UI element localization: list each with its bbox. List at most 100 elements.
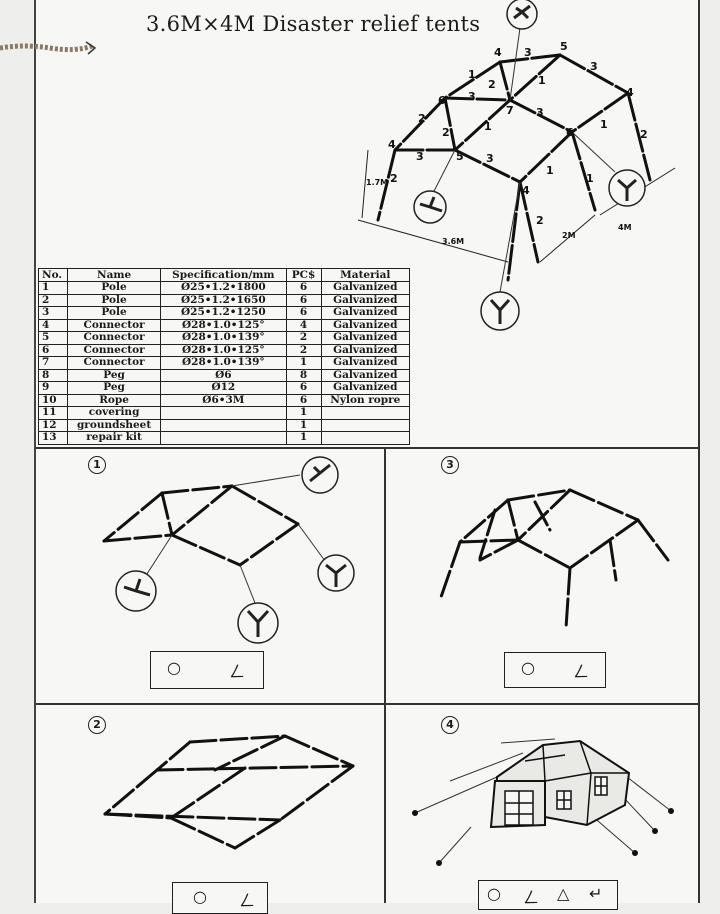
table-cell: groundsheet — [66, 418, 162, 432]
table-cell: covering — [66, 406, 162, 420]
connector-callout-icon — [317, 554, 355, 592]
table-cell: 1 — [285, 418, 322, 432]
table-cell: Galvanized — [320, 343, 411, 357]
pole-symbol: ㄥ — [239, 891, 256, 910]
diagram-label: 2 — [488, 78, 496, 91]
dimension-height: 1.7M — [366, 178, 388, 187]
table-cell: 3 — [38, 306, 68, 320]
diagram-label: 2 — [418, 112, 426, 125]
table-cell: 6 — [285, 381, 322, 395]
connector-callout-icon — [608, 169, 646, 207]
connector-callout-icon — [506, 0, 538, 30]
table-cell: Galvanized — [320, 293, 411, 307]
table-cell: 2 — [285, 331, 322, 345]
table-cell: Pole — [66, 281, 162, 295]
dimension-length: 4M — [618, 223, 632, 232]
diagram-label: 4 — [388, 138, 396, 151]
table-cell: 5 — [38, 331, 68, 345]
table-cell: Connector — [66, 343, 162, 357]
table-cell: 12 — [38, 418, 68, 432]
step-number: 2 — [88, 716, 106, 734]
table-cell: Galvanized — [320, 281, 411, 295]
step-3-diagram — [438, 488, 670, 630]
diagram-label: 4 — [626, 86, 634, 99]
diagram-label: 4 — [494, 46, 502, 59]
diagram-label: 2 — [390, 172, 398, 185]
table-cell: 6 — [285, 281, 322, 295]
table-cell: 1 — [38, 281, 68, 295]
table-cell: 1 — [285, 431, 322, 445]
table-cell: Galvanized — [320, 318, 411, 332]
step-number: 3 — [441, 456, 459, 474]
table-cell: 4 — [38, 318, 68, 332]
step-2-legend: ○ ㄥ — [172, 882, 268, 914]
pole-symbol: ㄥ — [573, 662, 590, 681]
connector-callout-icon — [413, 190, 447, 224]
panel-divider — [384, 447, 386, 903]
table-cell: 6 — [38, 343, 68, 357]
table-cell: Ø28•1.0•125° — [160, 343, 287, 357]
table-cell: Galvanized — [320, 331, 411, 345]
diagram-label: 3 — [536, 106, 544, 119]
diagram-label: 2 — [536, 214, 544, 227]
step-3-legend: ○ ㄥ — [504, 652, 606, 688]
circle-symbol: ○ — [521, 658, 535, 677]
diagram-label: 6 — [566, 126, 574, 139]
connector-callout-icon — [301, 456, 339, 494]
table-cell: Galvanized — [320, 356, 411, 370]
table-cell: Ø25•1.2•1800 — [160, 281, 287, 295]
table-cell: Ø28•1.0•139° — [160, 356, 287, 370]
table-cell: Galvanized — [320, 381, 411, 395]
rope-symbol: ↵ — [589, 884, 603, 903]
step-4-tent-diagram — [412, 738, 674, 866]
diagram-label: 2 — [442, 126, 450, 139]
table-cell: 1 — [285, 406, 322, 420]
table-cell — [320, 406, 411, 420]
table-cell: Connector — [66, 356, 162, 370]
table-cell: Nylon ropre — [320, 393, 411, 407]
diagram-label: 5 — [456, 150, 464, 163]
table-cell: 1 — [285, 356, 322, 370]
table-cell: 9 — [38, 381, 68, 395]
table-cell: 6 — [285, 393, 322, 407]
step-1-diagram — [102, 456, 355, 644]
dimension-short: 2M — [562, 231, 576, 240]
diagram-label: 4 — [522, 184, 530, 197]
pole-symbol: ㄥ — [229, 662, 246, 681]
diagram-label: 1 — [538, 74, 546, 87]
diagram-label: 2 — [640, 128, 648, 141]
diagram-label: 1 — [600, 118, 608, 131]
table-cell: Galvanized — [320, 368, 411, 382]
table-cell: 4 — [285, 318, 322, 332]
table-cell: 7 — [38, 356, 68, 370]
table-cell — [160, 406, 287, 420]
step-number: 1 — [88, 456, 106, 474]
step-2-diagram — [103, 734, 355, 850]
header-cell: Name — [66, 268, 162, 282]
step-number: 4 — [441, 716, 459, 734]
header-cell: No. — [38, 268, 68, 282]
table-header-row: No. Name Specification/mm PC$ Material — [38, 268, 411, 282]
panel-divider — [36, 447, 700, 449]
table-cell: Ø6 — [160, 368, 287, 382]
diagram-label: 3 — [590, 60, 598, 73]
table-cell: Ø25•1.2•1250 — [160, 306, 287, 320]
dimension-width: 3.6M — [442, 237, 464, 246]
pole-symbol: ㄥ — [523, 888, 540, 907]
tent-window-icon — [556, 776, 608, 810]
diagram-label: 3 — [468, 90, 476, 103]
table-cell: Ø28•1.0•139° — [160, 331, 287, 345]
tent-door-icon — [504, 790, 534, 826]
table-cell: Peg — [66, 368, 162, 382]
panel-divider — [36, 703, 700, 705]
diagram-label: 1 — [546, 164, 554, 177]
table-cell: Ø25•1.2•1650 — [160, 293, 287, 307]
